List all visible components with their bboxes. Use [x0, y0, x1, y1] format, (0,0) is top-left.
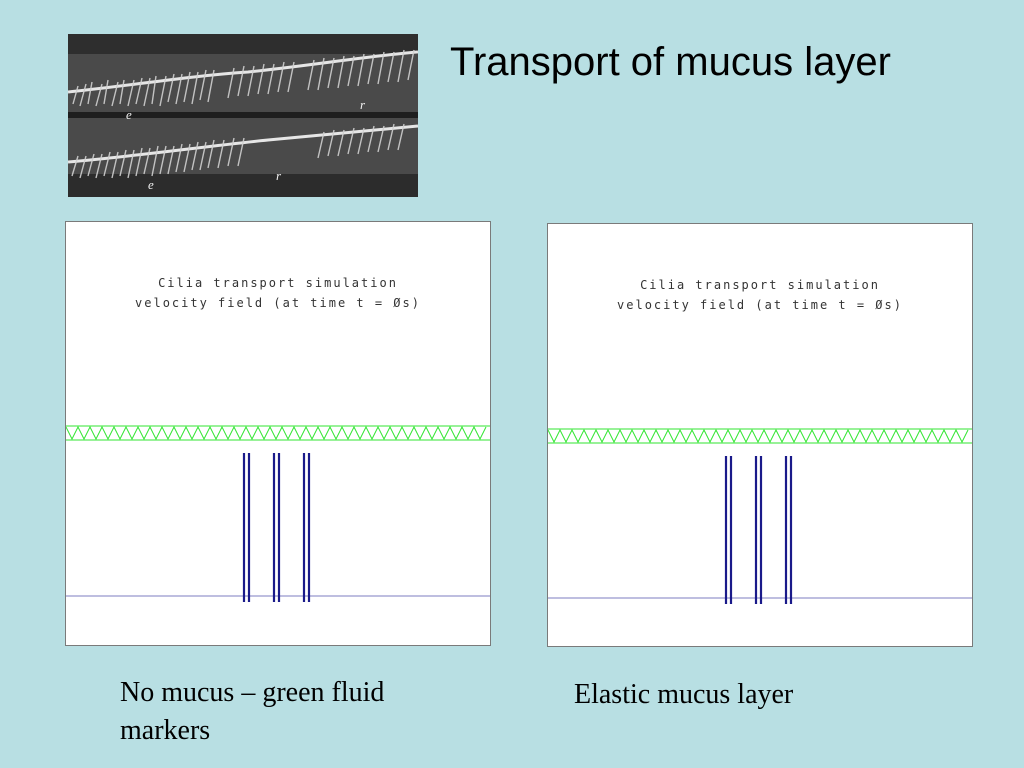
simulation-panel-elastic-mucus: Cilia transport simulation velocity fiel… — [547, 223, 973, 647]
micrograph-label-r2: r — [276, 168, 282, 183]
sim-title-line2: velocity field (at time t = Øs) — [617, 298, 903, 312]
sim-title-line1: Cilia transport simulation — [158, 276, 398, 290]
micrograph-image: e r e r — [67, 34, 419, 197]
micrograph-label-e1: e — [126, 107, 132, 122]
micrograph-label-r1: r — [360, 97, 366, 112]
simulation-panel-no-mucus: Cilia transport simulation velocity fiel… — [65, 221, 491, 646]
simulation-graphic-elastic-mucus — [548, 428, 972, 604]
sim-title-line1: Cilia transport simulation — [640, 278, 880, 292]
sim-title-line2: velocity field (at time t = Øs) — [135, 296, 421, 310]
caption-elastic-mucus: Elastic mucus layer — [574, 679, 794, 710]
simulation-graphic-no-mucus — [66, 425, 490, 602]
caption-no-mucus: No mucus – green fluid markers — [120, 677, 385, 746]
slide-title: Transport of mucus layer — [450, 40, 891, 84]
micrograph-label-e2: e — [148, 177, 154, 192]
